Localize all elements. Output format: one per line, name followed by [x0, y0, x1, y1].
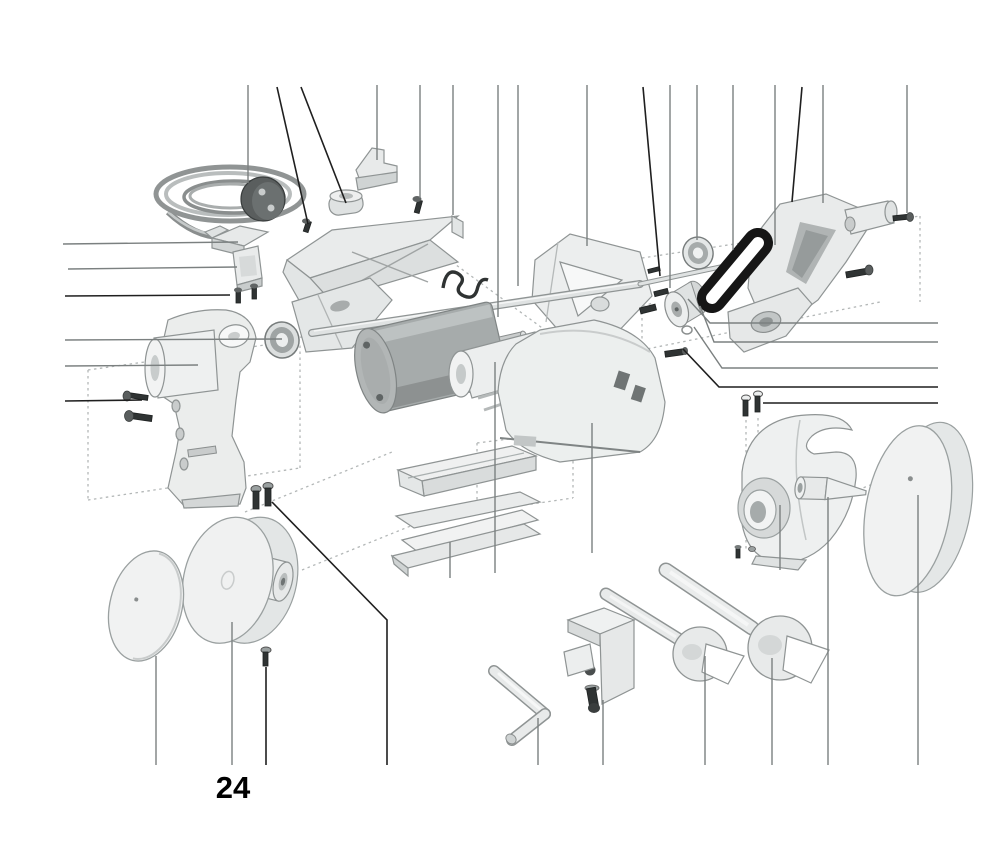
power-plug — [240, 176, 286, 222]
leader-lines — [62, 85, 938, 765]
bushing-nut — [328, 189, 364, 216]
polishing-wheel-large — [181, 516, 299, 644]
lock-bolts — [250, 482, 274, 510]
shaft-washer — [682, 236, 714, 270]
tool-rest-rail-lower — [390, 491, 542, 578]
hex-key — [488, 665, 551, 746]
wire-clip — [441, 270, 489, 299]
switch-screws — [234, 283, 258, 304]
bearing-housing-arm — [727, 193, 898, 353]
main-housing — [448, 319, 666, 463]
spindle-screws — [639, 212, 914, 358]
drive-belt — [697, 228, 773, 313]
part-number-label: 24 — [216, 770, 251, 805]
polishing-wheel-small — [107, 550, 185, 662]
cover-screw — [412, 196, 423, 215]
taper-spindle — [794, 476, 867, 501]
switch-body — [232, 245, 263, 293]
mounting-screws — [122, 390, 153, 422]
buffing-wheel — [863, 421, 974, 597]
pedestal-boss — [144, 329, 219, 399]
tool-rest-rail-upper — [396, 445, 538, 497]
cable-bracket — [355, 147, 398, 191]
open-end-wrench-small — [599, 587, 745, 685]
wheel-hub-screw — [260, 646, 272, 667]
table-clamp — [563, 607, 636, 713]
bearing-ring — [264, 321, 300, 359]
guard-screws — [734, 390, 763, 559]
open-end-wrench-large — [658, 562, 830, 684]
